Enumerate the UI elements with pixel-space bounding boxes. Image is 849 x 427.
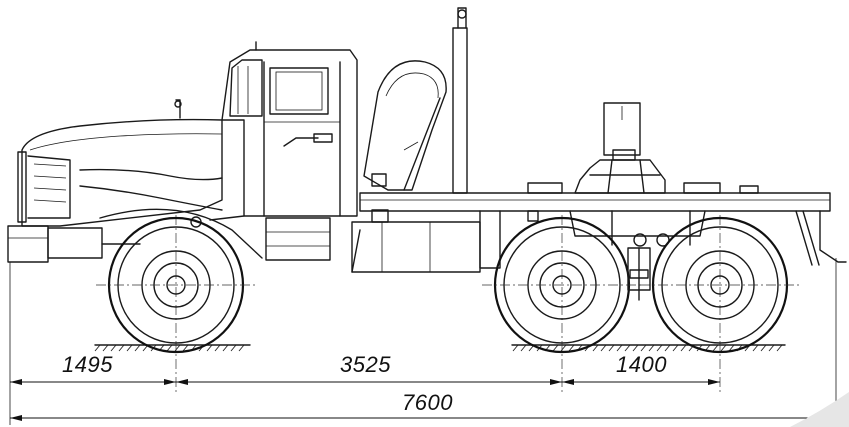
hood-and-front	[7, 118, 263, 263]
rear-wheel-1	[482, 216, 642, 354]
ground-front	[94, 344, 251, 352]
dimension-label-wheelbase: 3525	[340, 352, 391, 377]
dimension-label-front-overhang: 1495	[62, 352, 113, 377]
rear-bogie-suspension	[627, 247, 651, 301]
extension-lines	[9, 215, 837, 425]
rear-wheel-2	[640, 216, 800, 354]
dimension-label-overall-length: 7600	[402, 390, 453, 415]
chassis-frame	[359, 182, 847, 269]
spare-wheel-and-mast	[363, 7, 468, 194]
fifth-wheel-hitch	[574, 102, 666, 194]
page-curl-shadow	[790, 392, 849, 427]
fuel-tank	[351, 209, 481, 273]
cab	[174, 41, 358, 261]
dimension-label-rear-axle-spacing: 1400	[616, 352, 667, 377]
front-wheel	[96, 216, 256, 354]
dimension-row-2	[10, 415, 836, 421]
dimension-row-1	[10, 379, 720, 385]
